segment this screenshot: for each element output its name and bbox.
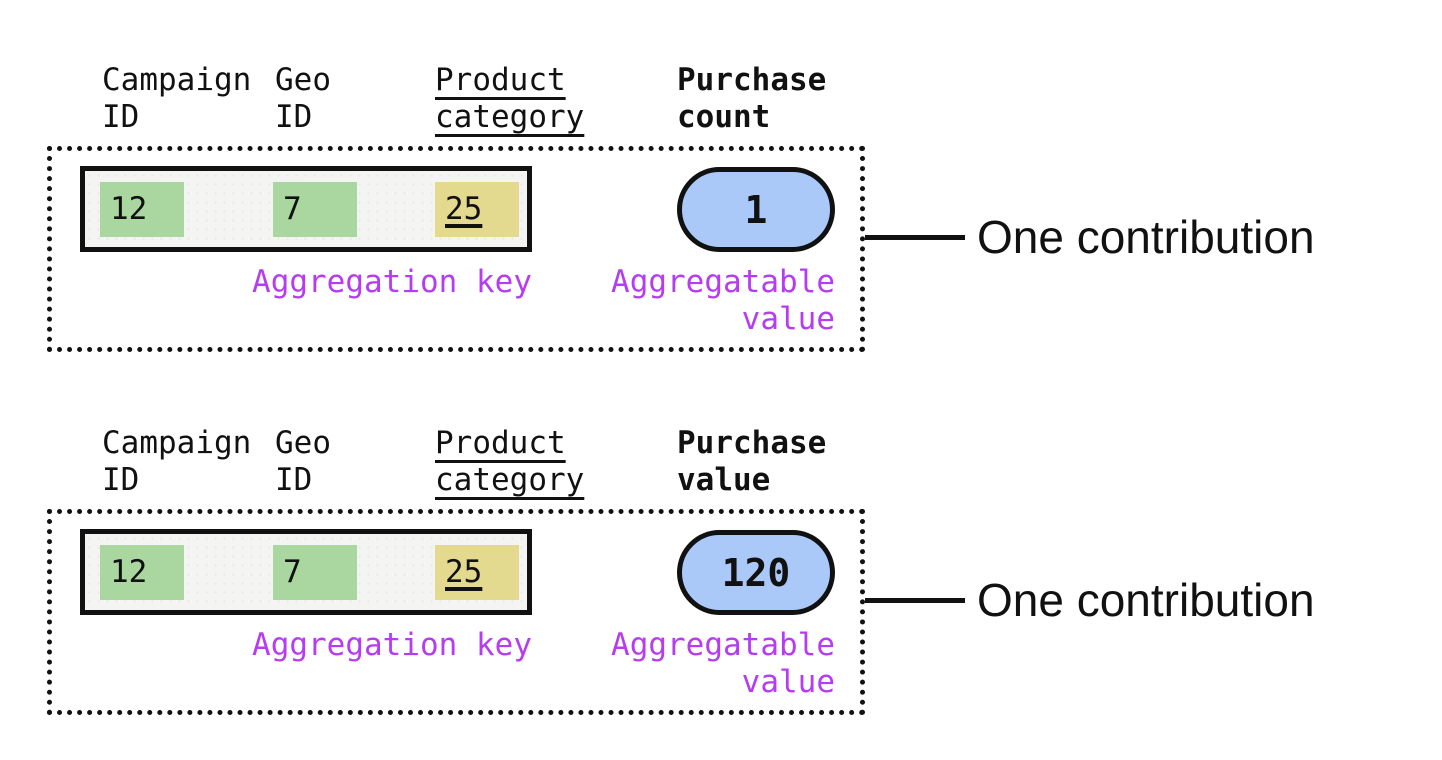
column-header-purchase-value: Purchase value bbox=[677, 425, 827, 498]
key-cell-geo-id: 7 bbox=[273, 545, 357, 600]
aggregatable-value-pill: 120 bbox=[677, 530, 835, 615]
aggregatable-value-number: 120 bbox=[721, 550, 791, 595]
column-header-geo-id: Geo ID bbox=[275, 425, 331, 498]
key-cell-campaign-id: 12 bbox=[100, 182, 184, 237]
aggregatable-value-label: Aggregatable value bbox=[611, 264, 835, 337]
key-cell-product-category: 25 bbox=[435, 545, 519, 600]
connector-line bbox=[865, 598, 965, 603]
column-header-purchase-count: Purchase count bbox=[677, 62, 827, 135]
aggregation-key-box: 12 7 25 bbox=[80, 529, 532, 615]
one-contribution-label: One contribution bbox=[977, 574, 1315, 626]
key-cell-geo-id: 7 bbox=[273, 182, 357, 237]
aggregatable-value-number: 1 bbox=[744, 187, 768, 232]
column-header-campaign-id: Campaign ID bbox=[102, 62, 252, 135]
aggregatable-value-pill: 1 bbox=[677, 167, 835, 252]
aggregation-key-label: Aggregation key bbox=[252, 264, 532, 300]
column-header-campaign-id: Campaign ID bbox=[102, 425, 252, 498]
key-cell-campaign-id: 12 bbox=[100, 545, 184, 600]
column-header-product-category: Product category bbox=[435, 425, 585, 498]
aggregation-key-box: 12 7 25 bbox=[80, 166, 532, 252]
contribution-dashed-box bbox=[47, 146, 865, 352]
contribution-block-count: Campaign ID Geo ID Product category Purc… bbox=[47, 58, 1437, 358]
aggregatable-value-label: Aggregatable value bbox=[611, 627, 835, 700]
contribution-block-value: Campaign ID Geo ID Product category Purc… bbox=[47, 421, 1437, 721]
one-contribution-label: One contribution bbox=[977, 211, 1315, 263]
column-header-geo-id: Geo ID bbox=[275, 62, 331, 135]
aggregation-key-label: Aggregation key bbox=[252, 627, 532, 663]
connector-line bbox=[865, 235, 965, 240]
contribution-dashed-box bbox=[47, 509, 865, 715]
column-header-product-category: Product category bbox=[435, 62, 585, 135]
key-cell-product-category: 25 bbox=[435, 182, 519, 237]
